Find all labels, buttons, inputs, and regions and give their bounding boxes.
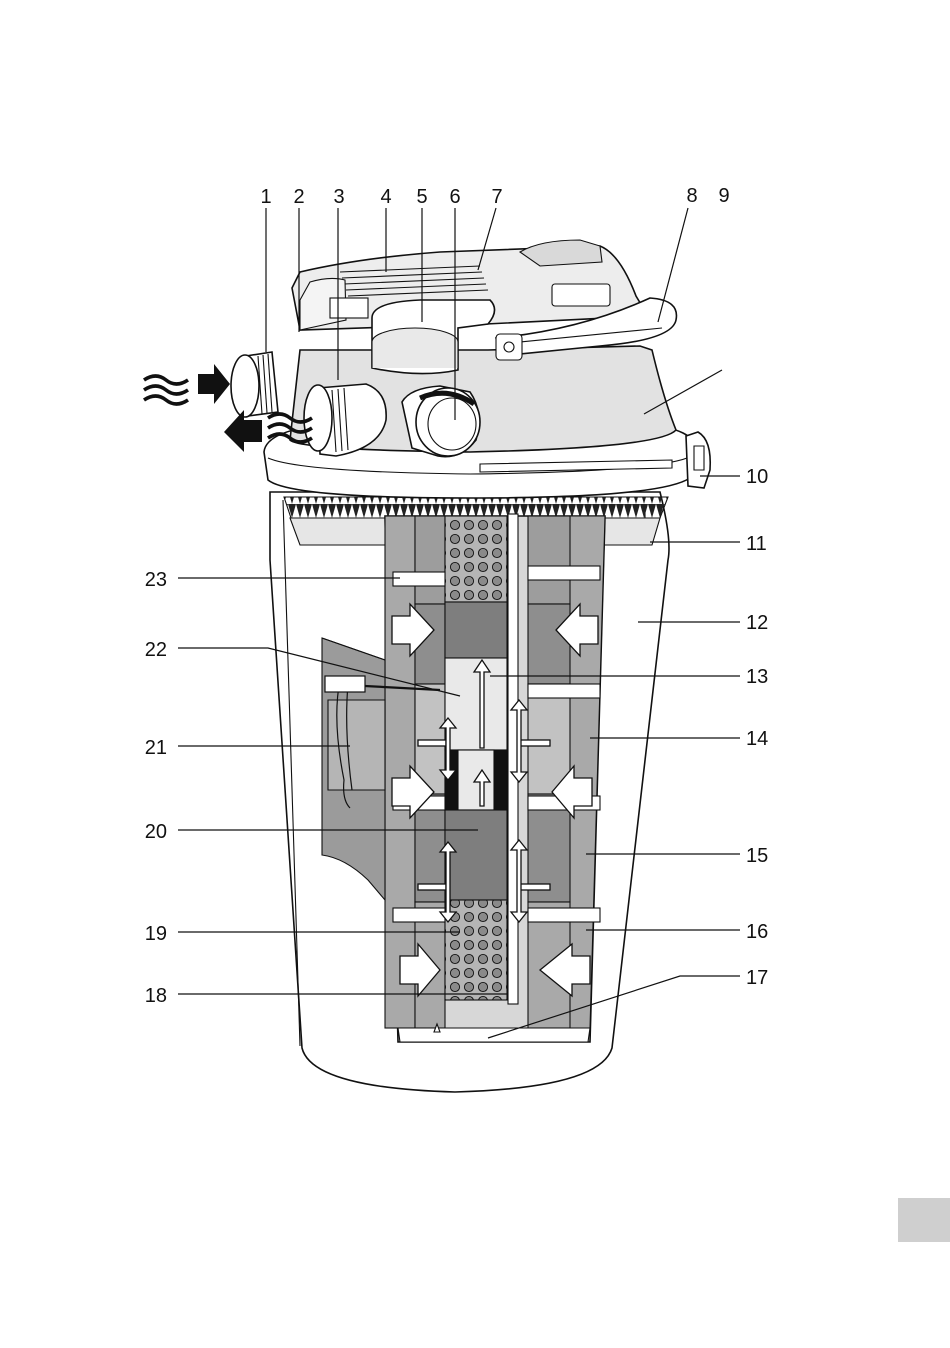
callout-2: 2 [293, 186, 304, 208]
callout-23: 23 [145, 569, 167, 591]
foam-right-2 [528, 604, 570, 684]
callout-13: 13 [746, 666, 768, 688]
foam-right-1 [528, 516, 570, 604]
callout-10: 10 [746, 466, 768, 488]
callout-3: 3 [333, 186, 344, 208]
callout-9: 9 [718, 185, 729, 207]
callout-7: 7 [491, 186, 502, 208]
callout-19: 19 [145, 923, 167, 945]
housing-rim [284, 497, 668, 518]
callout-15: 15 [746, 845, 768, 867]
lid-clamp [686, 432, 710, 488]
top-display [552, 284, 610, 306]
outflow-arrow-icon [224, 410, 262, 452]
callout-5: 5 [416, 186, 427, 208]
callout-16: 16 [746, 921, 768, 943]
callout-20: 20 [145, 821, 167, 843]
callout-11: 11 [746, 533, 767, 555]
callout-21: 21 [145, 737, 167, 759]
callout-17: 17 [746, 967, 768, 989]
callout-14: 14 [746, 728, 768, 750]
callout-12: 12 [746, 612, 768, 634]
central-dark-band-2 [445, 810, 507, 900]
bio-media-top [445, 516, 507, 602]
callout-6: 6 [449, 186, 460, 208]
callout-8: 8 [686, 185, 697, 207]
central-dark-band-1 [445, 602, 507, 658]
inflow-arrow-icon [198, 364, 230, 404]
callout-18: 18 [145, 985, 167, 1007]
callout-22: 22 [145, 639, 167, 661]
callout-1: 1 [260, 186, 271, 208]
foam-left-1 [415, 516, 445, 604]
callout-4: 4 [380, 186, 391, 208]
filter-base-plate [398, 1028, 590, 1042]
water-waves-icon [144, 376, 188, 404]
page-edge-tab [898, 1198, 950, 1242]
